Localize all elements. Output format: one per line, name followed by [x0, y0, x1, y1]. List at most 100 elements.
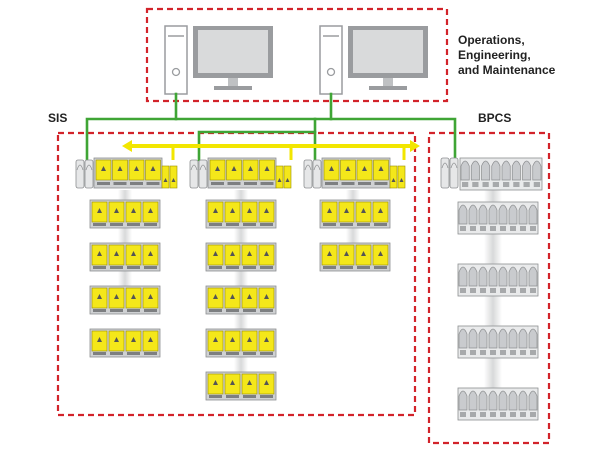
bpcs-module-card [508, 266, 518, 287]
terminal-block [513, 182, 520, 187]
terminal-block [500, 412, 506, 417]
terminal-block [226, 395, 239, 398]
operations-zone-label: Operations, Engineering, and Maintenance [458, 33, 598, 78]
terminal-block [533, 182, 540, 187]
bpcs-module-card [518, 390, 528, 411]
terminal-block [480, 288, 486, 293]
warning-icon [148, 251, 153, 256]
ops-label-line-2: Engineering, [458, 48, 531, 62]
warning-icon [264, 337, 269, 342]
sis-io-node [319, 199, 391, 229]
terminal-block [510, 288, 516, 293]
terminal-block [470, 226, 476, 231]
terminal-block [93, 266, 106, 269]
terminal-block [127, 223, 140, 226]
terminal-block [357, 266, 370, 269]
terminal-block [460, 350, 466, 355]
bpcs-io-carrier [457, 325, 539, 359]
warning-icon [114, 208, 119, 213]
terminal-block [127, 309, 140, 312]
warning-icon [163, 178, 168, 182]
bpcs-module-card [528, 204, 538, 225]
warning-icon [264, 208, 269, 213]
ops-label-line-1: Operations, [458, 33, 525, 47]
bpcs-module-card [478, 328, 488, 349]
terminal-block [243, 395, 256, 398]
warning-icon [101, 166, 106, 171]
warning-icon [327, 251, 332, 256]
warning-icon [97, 208, 102, 213]
terminal-block [260, 395, 273, 398]
warning-icon [213, 337, 218, 342]
warning-icon [230, 251, 235, 256]
bpcs-module-card [468, 328, 478, 349]
terminal-block [340, 223, 353, 226]
terminal-block [209, 395, 222, 398]
controller-card [198, 159, 208, 189]
bpcs-module-card [478, 266, 488, 287]
bpcs-module-card [458, 204, 468, 225]
card-latch [76, 164, 84, 171]
terminal-block [500, 350, 506, 355]
warning-icon [114, 251, 119, 256]
arrow-right-icon [410, 140, 420, 152]
terminal-block [520, 288, 526, 293]
warning-icon [285, 178, 290, 182]
terminal-block [323, 223, 336, 226]
bpcs-module-card [508, 204, 518, 225]
power-button [171, 67, 181, 77]
terminal-block [97, 182, 110, 185]
warning-icon [248, 166, 253, 171]
warning-icon [230, 337, 235, 342]
warning-icon [148, 337, 153, 342]
terminal-block [374, 266, 387, 269]
card-latch [450, 162, 458, 169]
terminal-block [243, 223, 256, 226]
warning-icon [230, 208, 235, 213]
terminal-block [480, 350, 486, 355]
warning-icon [399, 178, 404, 182]
terminal-block [325, 182, 338, 185]
bpcs-module-card [458, 266, 468, 287]
warning-icon [264, 380, 269, 385]
sis-io-column-2 [205, 199, 277, 401]
terminal-block [93, 223, 106, 226]
terminal-block [470, 350, 476, 355]
bpcs-module-card [498, 204, 508, 225]
terminal-block [492, 182, 499, 187]
controller-card [189, 159, 199, 189]
terminal-block [490, 288, 496, 293]
terminal-block [209, 309, 222, 312]
terminal-block [211, 182, 224, 185]
bpcs-module-card [508, 390, 518, 411]
bpcs-io-carrier [457, 387, 539, 421]
sis-io-node [205, 242, 277, 272]
bpcs-module-card [488, 266, 498, 287]
bpcs-module-card [458, 328, 468, 349]
warning-icon [131, 251, 136, 256]
terminal-block [93, 352, 106, 355]
warning-icon [213, 294, 218, 299]
bpcs-module-card [488, 328, 498, 349]
terminal-block [530, 288, 536, 293]
terminal-block [460, 412, 466, 417]
terminal-block [226, 223, 239, 226]
warning-icon [247, 337, 252, 342]
terminal-block [503, 182, 510, 187]
sis-logic-solver-2 [189, 157, 292, 189]
terminal-block [357, 223, 370, 226]
monitor-screen [198, 30, 268, 73]
warning-icon [231, 166, 237, 171]
sis-logic-solver-1 [75, 157, 178, 189]
sis-io-node [89, 242, 161, 272]
warning-icon [97, 294, 102, 299]
bpcs-module-card [478, 204, 488, 225]
bpcs-module-card [468, 204, 478, 225]
warning-icon [131, 208, 136, 213]
monitor-base [369, 86, 407, 90]
bpcs-io-carrier [459, 157, 543, 191]
terminal-block [244, 182, 257, 185]
terminal-block [260, 182, 274, 185]
bpcs-controller [440, 157, 543, 191]
